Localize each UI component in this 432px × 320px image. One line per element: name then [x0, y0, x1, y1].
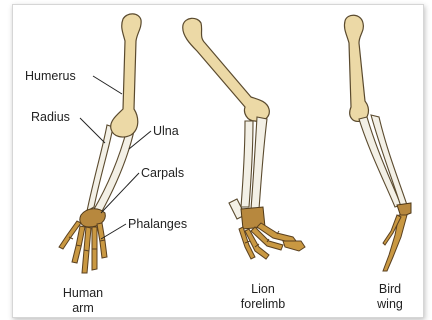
lion-radius	[241, 121, 253, 207]
bird-caption-line-1: Bird	[379, 282, 401, 296]
radius-label: Radius	[31, 110, 70, 124]
diagram-canvas: Humerus Radius Ulna Carpals Phalanges Hu…	[13, 5, 423, 317]
humerus-leader	[93, 76, 122, 94]
bird-wing: Bird wing	[344, 15, 411, 311]
bird-phalanges	[383, 215, 407, 271]
lion-caption-line-1: Lion	[251, 282, 275, 296]
phalanges-leader	[101, 224, 126, 239]
lion-humerus	[183, 18, 270, 121]
lion-forelimb: Lion forelimb	[183, 18, 305, 311]
human-humerus	[111, 14, 141, 137]
lion-digit-5	[283, 241, 305, 251]
bird-humerus	[344, 15, 368, 121]
human-caption-line-1: Human	[63, 286, 103, 300]
radius-leader	[80, 118, 105, 143]
human-caption-line-2: arm	[72, 301, 94, 315]
homologous-limbs-diagram: Humerus Radius Ulna Carpals Phalanges Hu…	[12, 4, 424, 318]
ulna-label: Ulna	[153, 124, 179, 138]
bird-caption-line-2: wing	[376, 297, 403, 311]
phalanges-label: Phalanges	[128, 217, 187, 231]
human-phalanges	[59, 221, 107, 273]
carpals-label: Carpals	[141, 166, 184, 180]
lion-caption-line-2: forelimb	[241, 297, 286, 311]
humerus-label: Humerus	[25, 69, 76, 83]
human-arm: Humerus Radius Ulna Carpals Phalanges Hu…	[25, 14, 187, 315]
